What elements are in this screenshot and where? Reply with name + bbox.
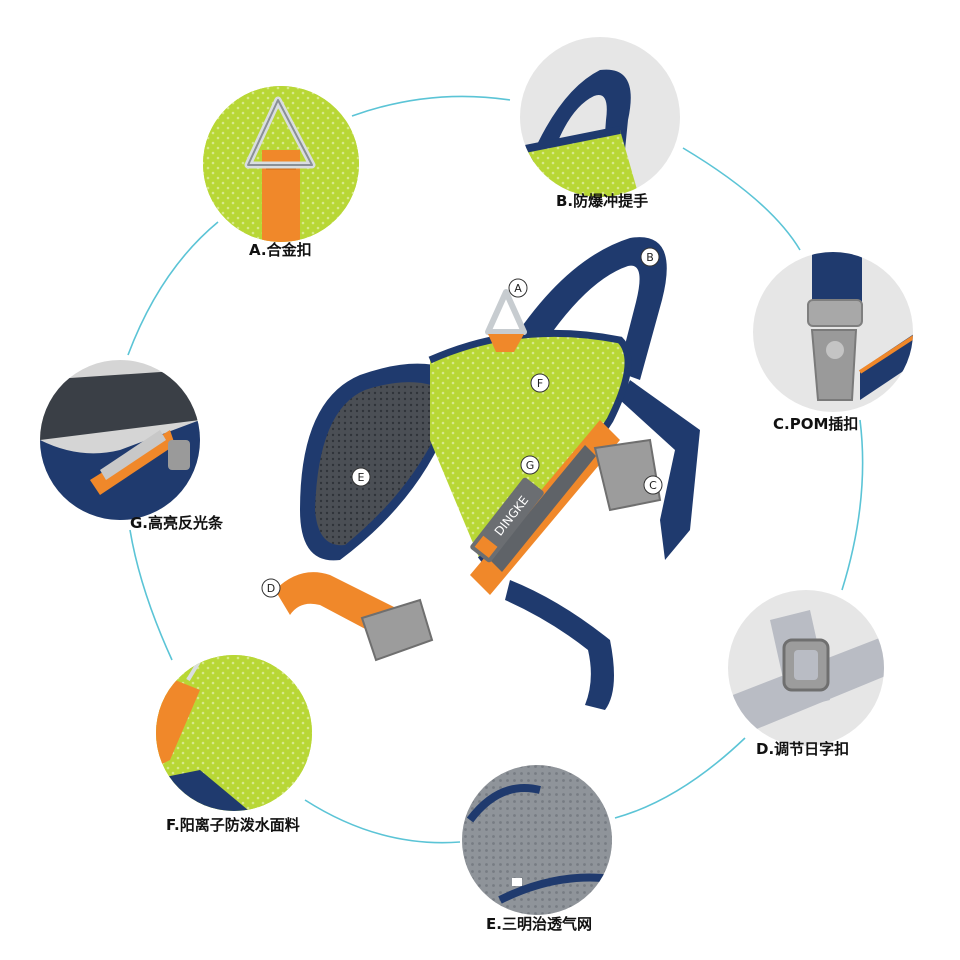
detail-circle-c (753, 252, 913, 412)
marker-a: A (508, 278, 528, 298)
marker-c-label: C (649, 479, 657, 492)
marker-g: G (520, 455, 540, 475)
marker-f: F (530, 373, 550, 393)
caption-g: G.高亮反光条 (130, 514, 224, 532)
detail-circle-e (462, 765, 612, 915)
caption-b: B.防爆冲提手 (556, 192, 649, 210)
caption-a: A.合金扣 (249, 241, 312, 259)
caption-e: E.三明治透气网 (486, 915, 592, 933)
marker-b-label: B (646, 251, 654, 264)
marker-e-label: E (358, 471, 365, 484)
connector-ring (127, 95, 864, 844)
marker-g-label: G (526, 459, 535, 472)
detail-circle-f (156, 655, 312, 811)
detail-circle-b (520, 37, 680, 197)
caption-d: D.调节日字扣 (756, 740, 850, 758)
caption-c: C.POM插扣 (773, 415, 859, 433)
marker-c: C (643, 475, 663, 495)
detail-circle-g (40, 360, 200, 520)
harness-main: DINGKE (275, 237, 700, 710)
detail-circle-d (728, 590, 884, 746)
marker-a-label: A (514, 282, 522, 295)
marker-f-label: F (537, 377, 543, 390)
marker-d-label: D (267, 582, 275, 595)
marker-b: B (640, 247, 660, 267)
caption-f: F.阳离子防泼水面料 (166, 816, 300, 834)
marker-e: E (351, 467, 371, 487)
marker-d: D (261, 578, 281, 598)
detail-circle-a (203, 86, 359, 242)
